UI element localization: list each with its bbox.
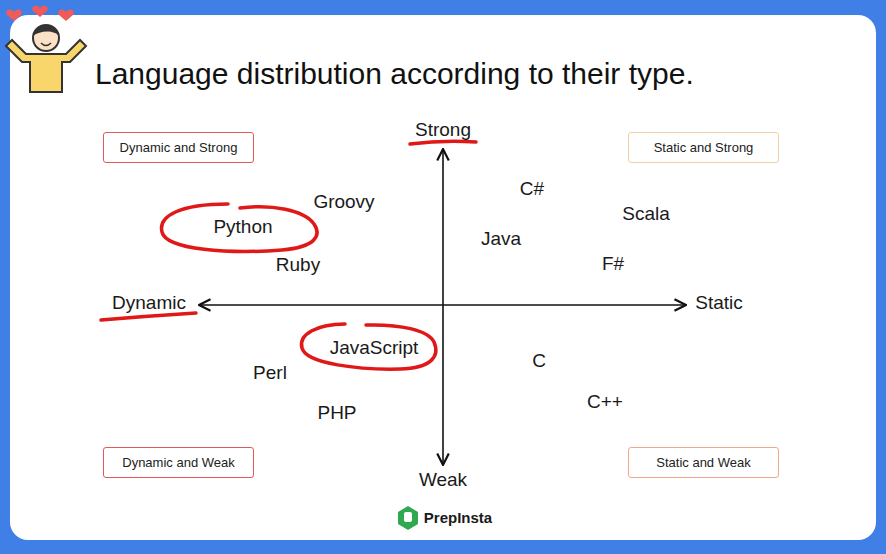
language-label: Scala xyxy=(622,203,670,225)
language-label: C# xyxy=(520,178,544,200)
language-label: Perl xyxy=(253,362,287,384)
highlight-circle xyxy=(301,324,435,369)
language-label: JavaScript xyxy=(330,337,419,359)
logo-hexagon xyxy=(398,506,418,530)
face xyxy=(33,25,59,51)
heart xyxy=(32,5,47,17)
vertical-axis xyxy=(442,149,444,465)
highlight-underline xyxy=(410,141,476,144)
language-label: Groovy xyxy=(313,191,374,213)
language-label: C++ xyxy=(587,391,623,413)
language-label: F# xyxy=(602,253,624,275)
quadrant-box: Dynamic and Weak xyxy=(103,447,254,478)
person-icon xyxy=(6,5,86,92)
axis-label: Static xyxy=(695,292,743,314)
axis-label: Weak xyxy=(419,469,467,491)
watermark: PrepInsta xyxy=(424,509,492,526)
heart xyxy=(58,9,73,21)
quadrant-box: Dynamic and Strong xyxy=(103,132,254,163)
logo-mark xyxy=(404,512,412,522)
language-label: Java xyxy=(481,228,521,250)
title: Language distribution according to their… xyxy=(95,57,694,91)
highlight-underline xyxy=(101,313,196,320)
quadrant-box: Static and Weak xyxy=(628,447,779,478)
hair xyxy=(33,26,59,37)
box-label: Static and Strong xyxy=(654,140,754,155)
language-label: PHP xyxy=(317,402,356,424)
highlight-circle xyxy=(162,204,317,251)
axis-label: Strong xyxy=(415,119,471,141)
box-label: Static and Weak xyxy=(656,455,750,470)
language-label: Python xyxy=(213,216,272,238)
language-label: Ruby xyxy=(276,254,320,276)
language-label: C xyxy=(532,350,546,372)
box-label: Dynamic and Strong xyxy=(120,140,238,155)
logo-icon xyxy=(398,506,418,530)
heart xyxy=(6,9,21,21)
smile xyxy=(41,43,51,46)
axis-label: Dynamic xyxy=(112,292,186,314)
box-label: Dynamic and Weak xyxy=(122,455,234,470)
quadrant-box: Static and Strong xyxy=(628,132,779,163)
